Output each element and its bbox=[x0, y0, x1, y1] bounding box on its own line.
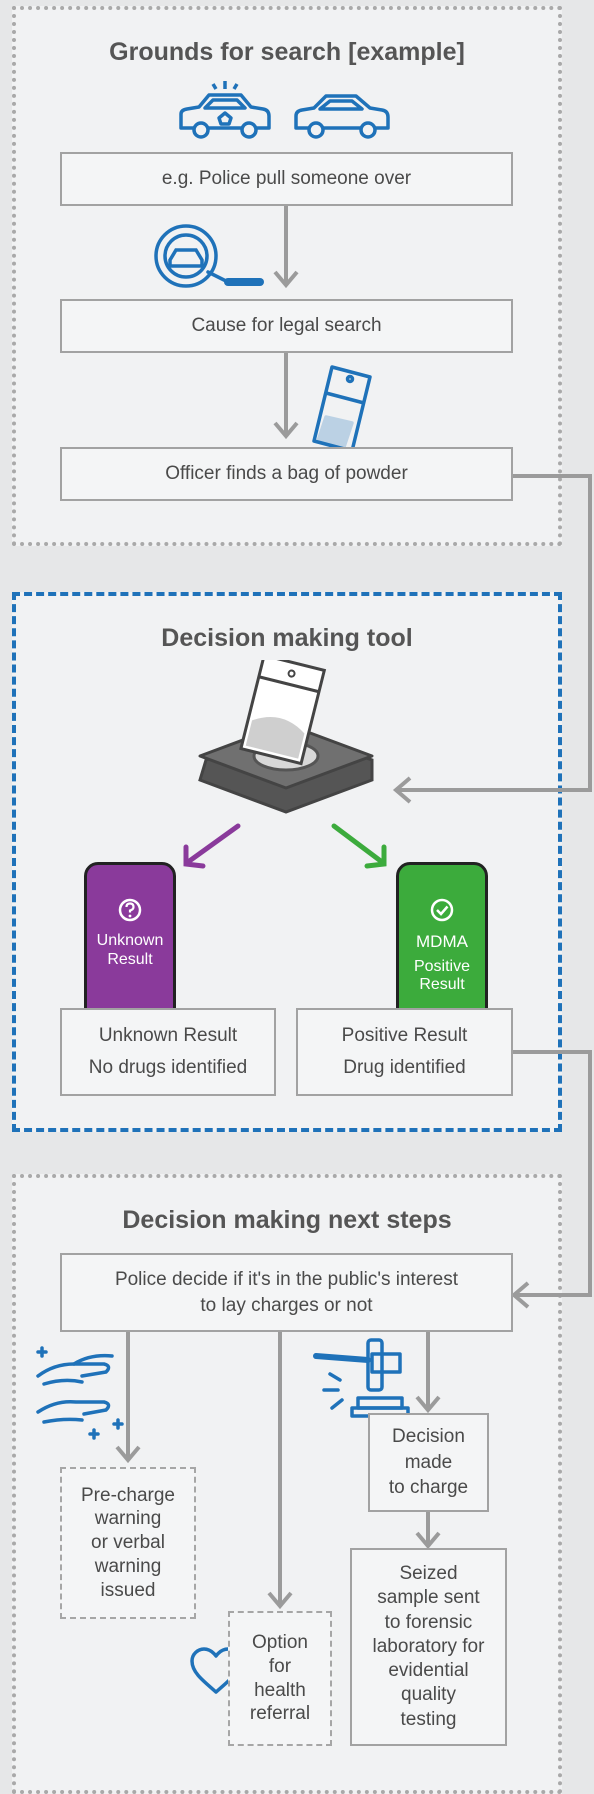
gavel-icon bbox=[313, 1338, 410, 1418]
step-legal-search: Cause for legal search bbox=[60, 299, 513, 353]
positive-box-line2: Drug identified bbox=[343, 1057, 466, 1078]
charge-box: Decision made to charge bbox=[368, 1413, 489, 1512]
unknown-result-box: Unknown Result No drugs identified bbox=[60, 1008, 276, 1096]
next-steps-title: Decision making next steps bbox=[122, 1206, 452, 1234]
positive-phone-line2: Result bbox=[419, 976, 465, 994]
powder-bag-icon bbox=[312, 365, 372, 453]
testing-device-icon bbox=[198, 660, 374, 814]
positive-phone-line1: Positive bbox=[413, 957, 471, 975]
positive-phone-drug: MDMA bbox=[416, 932, 468, 952]
step-pull-over: e.g. Police pull someone over bbox=[60, 152, 513, 206]
lab-box: Seized sample sent to forensic laborator… bbox=[350, 1548, 507, 1746]
referral-box: Option for health referral bbox=[228, 1611, 332, 1746]
unknown-result-phone: Unknown Result bbox=[84, 862, 176, 1022]
positive-box-line1: Positive Result bbox=[341, 1025, 468, 1047]
question-icon bbox=[118, 898, 142, 922]
unknown-box-line1: Unknown Result bbox=[98, 1025, 238, 1047]
check-icon bbox=[430, 898, 454, 922]
unknown-phone-line1: Unknown bbox=[96, 932, 164, 950]
search-car-icon bbox=[154, 224, 264, 288]
help-hands-icon bbox=[36, 1346, 124, 1440]
car-icon bbox=[294, 94, 390, 139]
step-finds-powder: Officer finds a bag of powder bbox=[60, 447, 513, 501]
positive-result-phone: MDMA Positive Result bbox=[396, 862, 488, 1022]
police-car-icon bbox=[179, 81, 271, 139]
positive-result-box: Positive Result Drug identified bbox=[296, 1008, 513, 1096]
tool-title: Decision making tool bbox=[161, 624, 413, 652]
grounds-title: Grounds for search [example] bbox=[109, 38, 465, 66]
warning-box: Pre-charge warning or verbal warning iss… bbox=[60, 1467, 196, 1619]
police-decide-box: Police decide if it's in the public's in… bbox=[60, 1253, 513, 1332]
unknown-box-line2: No drugs identified bbox=[88, 1057, 248, 1078]
unknown-phone-line2: Result bbox=[107, 950, 153, 968]
